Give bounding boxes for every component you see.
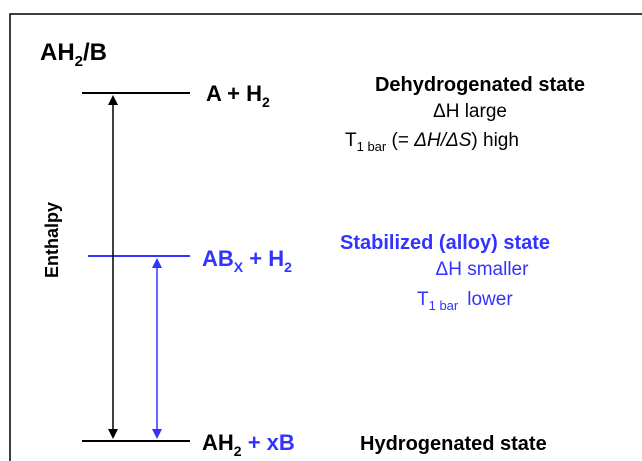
- t1bar-high: T1 bar (= ΔH/ΔS) high: [345, 130, 519, 154]
- dh-large: ΔH large: [433, 101, 507, 122]
- species-hydrogenated: AH2 + xB: [202, 430, 295, 459]
- state-name-dehydrogenated: Dehydrogenated state: [375, 74, 585, 96]
- species-dehydrogenated: A + H2: [206, 81, 270, 110]
- frame-border: [9, 13, 642, 461]
- system-title: AH2/B: [40, 39, 107, 70]
- dh-smaller: ΔH smaller: [436, 259, 530, 280]
- enthalpy-axis-label: Enthalpy: [42, 202, 62, 278]
- state-name-stabilized: Stabilized (alloy) state: [340, 232, 550, 254]
- species-stabilized: ABX + H2: [202, 246, 292, 275]
- state-name-hydrogenated: Hydrogenated state: [360, 433, 547, 455]
